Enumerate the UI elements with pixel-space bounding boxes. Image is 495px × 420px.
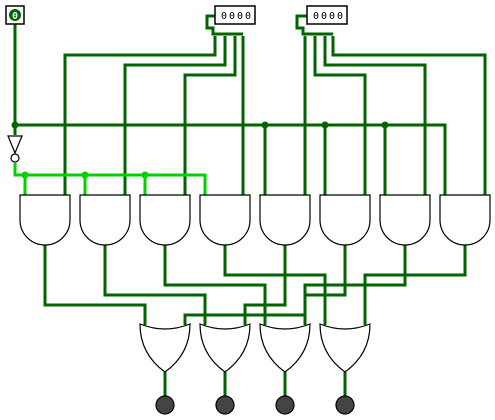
and-gate-5 — [259, 194, 311, 246]
bus-a-bit-2: 0 — [237, 11, 243, 22]
wire-and8-or4 — [363, 245, 467, 325]
junction-dot — [81, 171, 89, 179]
wire-inverted-select — [13, 163, 207, 195]
wire-and7-or3 — [303, 245, 407, 325]
and-gate-2 — [79, 194, 131, 246]
output-led-1 — [155, 395, 175, 415]
and-gate-1 — [19, 194, 71, 246]
bus-b-bit-1: 0 — [321, 11, 327, 22]
wire-bus-b-stem — [295, 14, 333, 36]
wires-low — [13, 14, 487, 400]
output-led-2 — [215, 395, 235, 415]
or-gate-1 — [139, 323, 191, 373]
junction-dot — [21, 171, 29, 179]
bus-a-bit-0: 0 — [221, 11, 227, 22]
and-gate-7 — [379, 194, 431, 246]
junction-dot — [141, 171, 149, 179]
wire-and5-or1 — [183, 245, 287, 325]
and-gates — [19, 194, 491, 246]
bus-b-bit-2: 0 — [329, 11, 335, 22]
bus-a-bit-1: 0 — [229, 11, 235, 22]
wire-and1-or1 — [43, 245, 147, 325]
wire-and3-or3 — [163, 245, 267, 325]
bus-b-bit-0: 0 — [313, 11, 319, 22]
not-gate — [7, 135, 23, 163]
and-gate-8 — [439, 194, 491, 246]
and-gate-3 — [139, 194, 191, 246]
junctions — [11, 121, 389, 179]
wires-high — [13, 163, 207, 195]
or-gates — [139, 323, 371, 373]
junction-dot — [261, 121, 269, 129]
and-gate-6 — [319, 194, 371, 246]
bus-a-input-pin[interactable]: 0 0 0 0 — [214, 5, 256, 25]
or-gate-2 — [199, 323, 251, 373]
wire-bus-a-0 — [63, 36, 217, 195]
bus-b-input-pin[interactable]: 0 0 0 0 — [306, 5, 348, 25]
wire-bus-a-2 — [183, 36, 237, 195]
output-leds — [155, 395, 355, 415]
wire-select-trunk — [15, 123, 447, 195]
wire-and4-or4 — [223, 245, 327, 325]
junction-dot — [321, 121, 329, 129]
bus-a-bit-3: 0 — [245, 11, 251, 22]
wire-bus-b-3 — [331, 36, 487, 195]
or-gate-3 — [259, 323, 311, 373]
or-gate-4 — [319, 323, 371, 373]
wire-bus-a-stem — [205, 14, 243, 36]
wire-and2-or2 — [103, 245, 207, 325]
select-input-value: 0 — [12, 11, 18, 22]
bus-b-bit-3: 0 — [337, 11, 343, 22]
junction-dot — [381, 121, 389, 129]
wire-bus-a-1 — [123, 36, 227, 195]
output-led-3 — [275, 395, 295, 415]
and-gate-4 — [199, 194, 251, 246]
output-led-4 — [335, 395, 355, 415]
wire-bus-b-1 — [313, 36, 367, 195]
select-input-pin[interactable]: 0 — [5, 5, 25, 25]
wire-bus-b-2 — [323, 36, 427, 195]
junction-dot — [11, 121, 19, 129]
